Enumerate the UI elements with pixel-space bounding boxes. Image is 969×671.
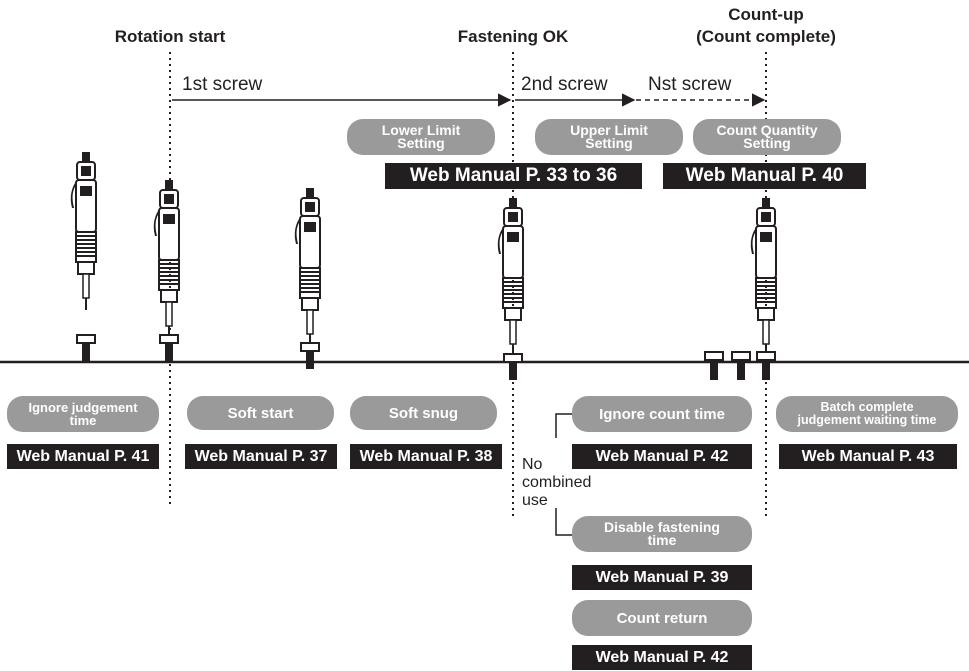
manual-ref-p33-36: Web Manual P. 33 to 36 xyxy=(385,163,642,189)
count-quantity-label-1: Count Quantity xyxy=(716,122,818,138)
electric-screwdriver-icon xyxy=(497,198,524,354)
no-combined-use-line-3: use xyxy=(522,492,548,509)
fastening-ok-header: Fastening OK xyxy=(457,27,569,46)
no-combined-use-line-1: No xyxy=(522,456,543,473)
no-combined-use-note: No combined use xyxy=(522,456,591,510)
first-screw-label: 1st screw xyxy=(182,74,263,95)
manual-ref-p39: Web Manual P. 39 xyxy=(572,565,752,590)
screw-icon xyxy=(159,334,179,361)
manual-ref-p42-count-return: Web Manual P. 42 xyxy=(572,645,752,670)
ignore-count-time-pill: Ignore count time xyxy=(572,396,752,432)
manual-ref-p42-ignore-count: Web Manual P. 42 xyxy=(572,444,752,469)
electric-screwdriver-icon xyxy=(294,188,321,342)
rotation-start-header: Rotation start xyxy=(114,27,226,46)
upper-limit-label-1: Upper Limit xyxy=(570,122,648,138)
no-combined-use-bracket xyxy=(555,413,572,536)
manual-ref-p37: Web Manual P. 37 xyxy=(185,444,337,469)
soft-snug-pill: Soft snug xyxy=(350,396,497,430)
screw-icon xyxy=(756,351,776,380)
manual-ref-p43: Web Manual P. 43 xyxy=(779,444,957,469)
count-return-pill: Count return xyxy=(572,600,752,636)
screw-icon xyxy=(704,351,724,380)
upper-limit-label-2: Setting xyxy=(585,135,633,151)
ignore-judgement-label-2: time xyxy=(69,413,97,428)
second-screw-label: 2nd screw xyxy=(521,74,608,95)
disable-fastening-label-1: Disable fastening xyxy=(604,519,720,535)
nth-screw-label: Nst screw xyxy=(648,74,732,95)
ignore-judgement-label-1: Ignore judgement xyxy=(28,400,138,415)
disable-fastening-label-2: time xyxy=(647,532,677,548)
screw-icon xyxy=(731,351,751,380)
no-combined-use-line-2: combined xyxy=(522,474,592,491)
electric-screwdriver-icon xyxy=(750,198,777,354)
manual-ref-p41: Web Manual P. 41 xyxy=(7,444,159,469)
screw-icon xyxy=(76,334,96,361)
count-complete-header: (Count complete) xyxy=(696,27,836,46)
manual-ref-p40: Web Manual P. 40 xyxy=(663,163,866,189)
electric-screwdriver-icon xyxy=(70,152,97,310)
batch-complete-label-1: Batch complete xyxy=(820,400,914,414)
screw-icon xyxy=(300,342,320,369)
screw-icon xyxy=(503,353,523,380)
lower-limit-label-2: Setting xyxy=(397,135,445,151)
electric-screwdriver-icon xyxy=(153,180,180,335)
manual-ref-p38: Web Manual P. 38 xyxy=(350,444,502,469)
soft-start-pill: Soft start xyxy=(187,396,334,430)
lower-limit-label-1: Lower Limit xyxy=(381,122,461,138)
batch-complete-label-2: judgement waiting time xyxy=(797,413,937,427)
count-up-header: Count-up xyxy=(728,5,804,24)
count-quantity-label-2: Setting xyxy=(743,135,791,151)
